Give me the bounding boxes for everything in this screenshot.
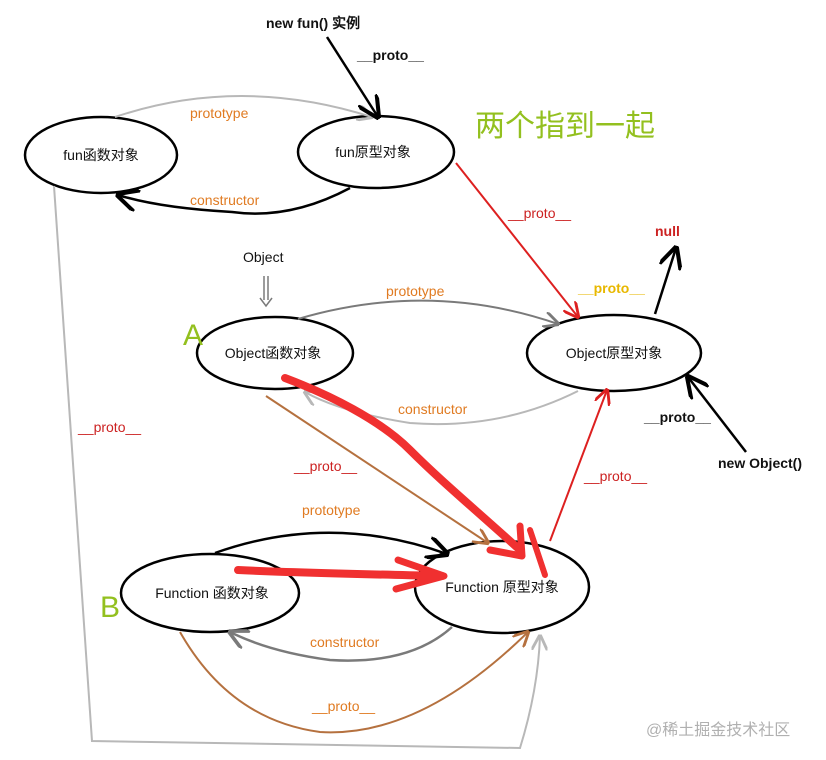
edge-object-constructor-label: constructor <box>398 401 468 417</box>
edge-function-prototype <box>214 531 447 554</box>
edge-function-constructor <box>230 626 453 662</box>
edge-function-proto-label: __proto__ <box>583 468 647 484</box>
node-function-function-label: Function 函数对象 <box>155 585 269 601</box>
edge-new-object-proto <box>688 377 747 453</box>
edge-fun-func-proto <box>53 185 540 750</box>
node-fun-prototype: fun原型对象 <box>296 114 456 190</box>
edge-fun-prototype-label: prototype <box>190 105 249 121</box>
node-object-function: Object函数对象 <box>195 315 355 391</box>
two-point-together-note: 两个指到一起 <box>475 110 655 143</box>
edge-fun-constructor <box>118 186 351 215</box>
edge-new-fun-proto <box>325 36 378 117</box>
edge-fun-proto-label: __proto__ <box>507 205 571 221</box>
edge-object-prototype <box>297 299 558 324</box>
edge-object-constructor <box>305 391 579 426</box>
node-fun-prototype-label: fun原型对象 <box>335 144 410 160</box>
node-object-function-label: Object函数对象 <box>225 345 321 361</box>
edge-function-proto-to-object-proto <box>549 390 607 542</box>
watermark: @稀土掘金技术社区 <box>646 721 790 739</box>
object-proto-proto-label: __proto__ <box>577 280 645 296</box>
edge-object-func-proto-label: __proto__ <box>293 458 357 474</box>
node-object-prototype: Object原型对象 <box>525 313 703 393</box>
edge-function-func-proto-label: __proto__ <box>311 698 375 714</box>
node-object-prototype-label: Object原型对象 <box>566 345 662 361</box>
edge-function-prototype-label: prototype <box>302 502 361 518</box>
new-object-caption: new Object() <box>718 455 802 471</box>
new-object-proto-label: __proto__ <box>643 409 711 425</box>
marker-b: B <box>100 591 120 624</box>
node-function-prototype: Function 原型对象 <box>413 539 591 635</box>
node-fun-function: fun函数对象 <box>23 115 179 195</box>
node-fun-function-label: fun函数对象 <box>63 147 138 163</box>
node-function-prototype-label: Function 原型对象 <box>445 579 559 595</box>
edge-fun-proto-to-object-proto <box>455 162 578 317</box>
edge-object-func-proto <box>265 395 488 543</box>
edge-fun-prototype <box>114 95 372 117</box>
new-fun-proto-label: __proto__ <box>356 47 424 63</box>
node-function-function: Function 函数对象 <box>119 552 301 634</box>
marker-a: A <box>183 319 203 352</box>
highlight-red-arrow-b <box>234 556 448 593</box>
object-caption: Object <box>243 249 284 265</box>
new-fun-caption: new fun() 实例 <box>266 15 360 31</box>
edge-function-constructor-label: constructor <box>310 634 380 650</box>
edge-fun-func-proto-label: __proto__ <box>77 419 141 435</box>
edge-fun-constructor-label: constructor <box>190 192 260 208</box>
edge-object-proto-to-null <box>653 248 676 315</box>
edge-object-prototype-label: prototype <box>386 283 445 299</box>
edge-function-func-proto <box>179 632 528 734</box>
highlight-red-arrow-a <box>281 374 548 578</box>
object-hollow-arrow <box>259 276 273 308</box>
null-label: null <box>655 223 680 239</box>
